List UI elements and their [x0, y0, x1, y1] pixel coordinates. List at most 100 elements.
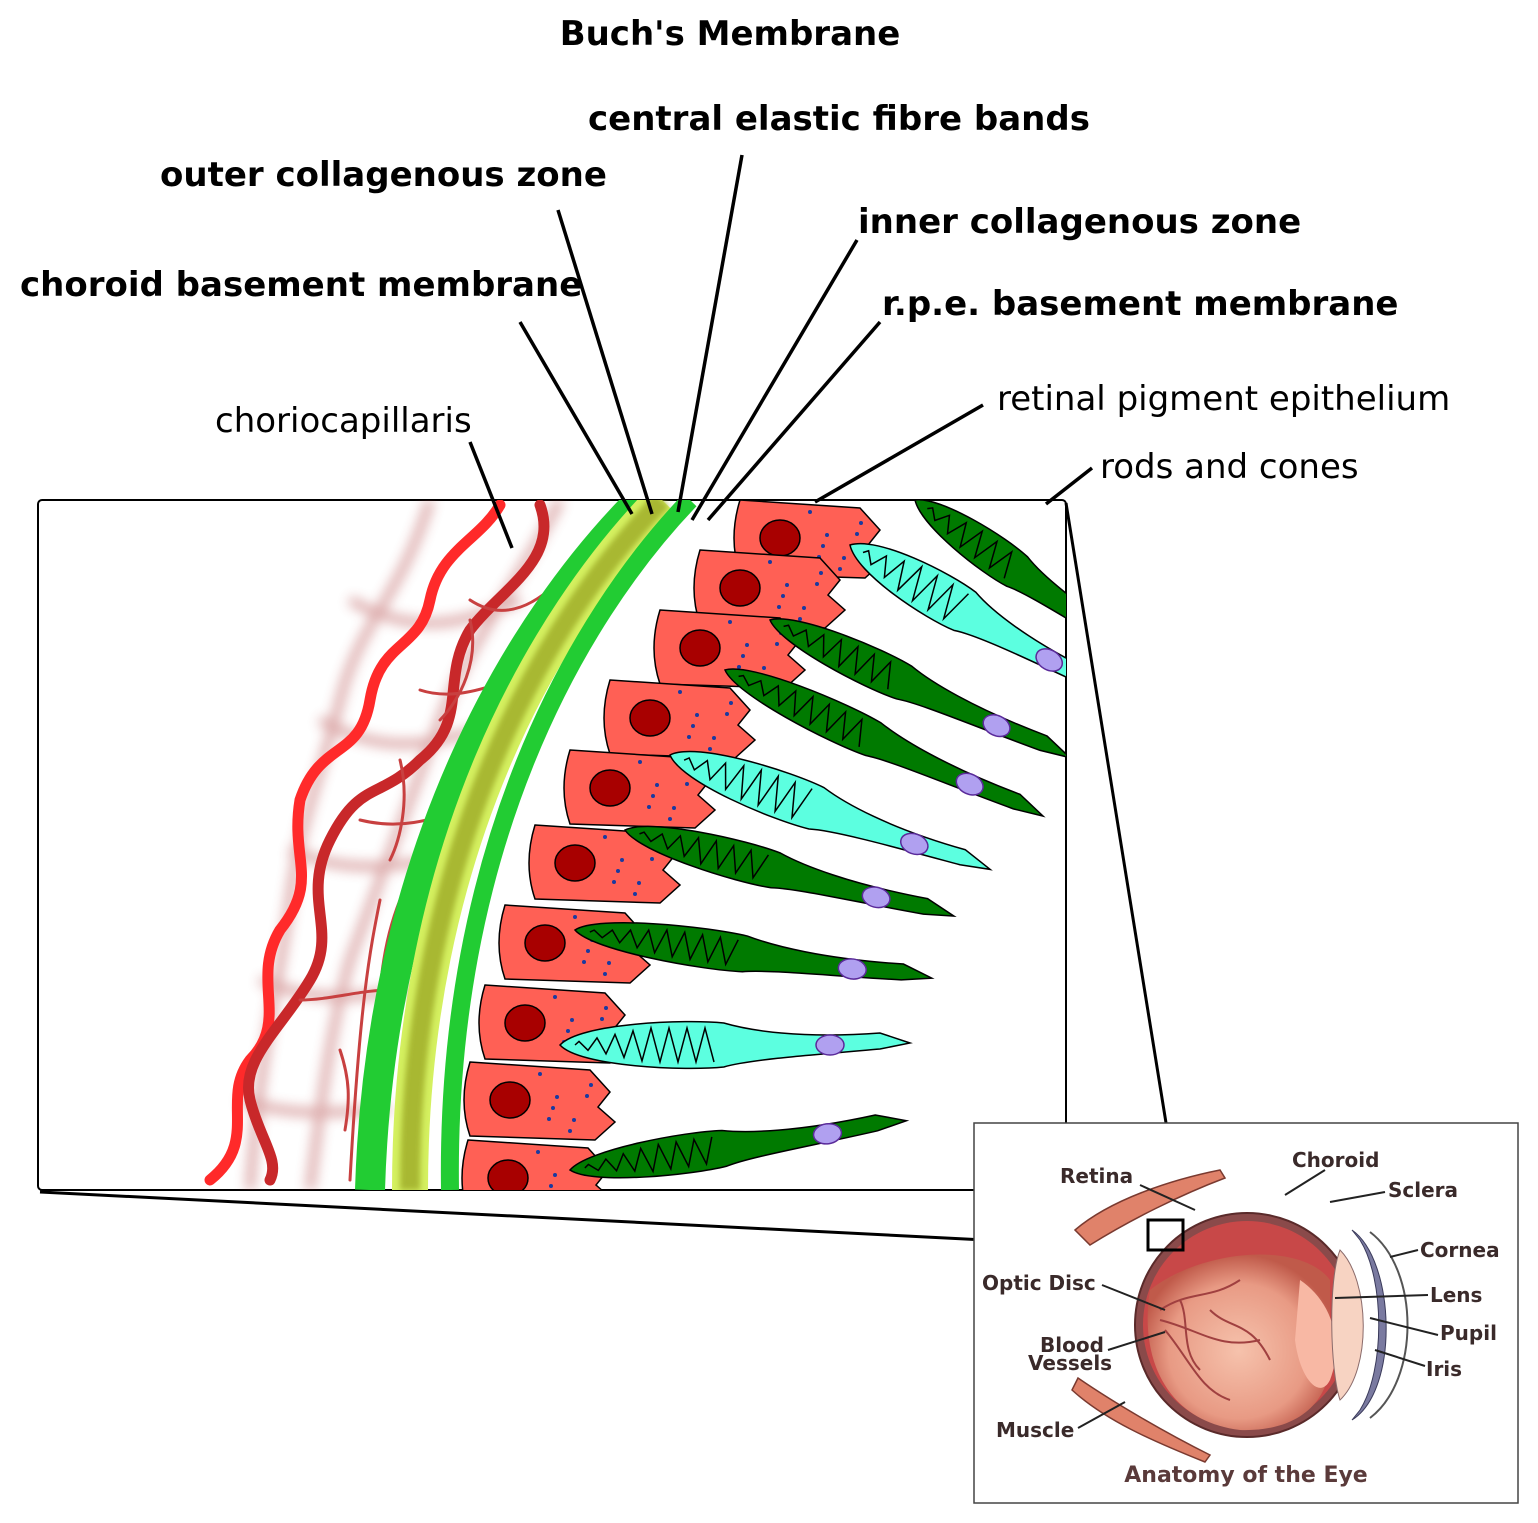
iris-icon [1351, 1229, 1387, 1421]
rpe-nucleus [554, 844, 596, 882]
inset-label-muscle: Muscle [996, 1418, 1074, 1442]
pigment-granule [821, 544, 825, 548]
inset-label-optic-disc: Optic Disc [982, 1271, 1096, 1295]
rod-cell [568, 1114, 910, 1179]
outer-segment-discs [639, 831, 770, 880]
pigment-granule [815, 582, 819, 586]
pigment-granule [691, 724, 695, 728]
inset-label-cornea: Cornea [1420, 1238, 1500, 1262]
pigment-granule [572, 1118, 576, 1122]
rpe-nucleus [504, 1004, 546, 1042]
photoreceptor-nucleus [1035, 648, 1064, 672]
pigment-granule [566, 1207, 570, 1211]
outer-segment-discs [783, 624, 892, 690]
pigment-granule [589, 1083, 593, 1087]
pigment-granule [549, 1184, 553, 1188]
rpe-cell-body [653, 609, 807, 689]
pigment-granule [603, 835, 607, 839]
label-outer-collagenous-zone: outer collagenous zone [160, 155, 607, 195]
photoreceptor-body [914, 500, 1066, 673]
pigment-granule [729, 701, 733, 705]
pigment-granule [819, 571, 823, 575]
photoreceptor-body [558, 1020, 913, 1070]
inset-label-choroid: Choroid [1292, 1148, 1379, 1172]
rpe-cell [563, 749, 717, 829]
pigment-granule [586, 949, 590, 953]
rpe-cell [461, 1139, 615, 1211]
pigment-granule [708, 747, 712, 751]
pigment-granule [568, 1129, 572, 1133]
rpe-nucleus [759, 519, 801, 557]
pigment-granule [647, 805, 651, 809]
label-inner-collagenous-zone: inner collagenous zone [858, 202, 1301, 242]
photoreceptor-nucleus [899, 832, 929, 856]
pigment-granule [672, 806, 676, 810]
pigment-granule [553, 1173, 557, 1177]
rpe-nucleus [489, 1081, 531, 1119]
eye-anatomy-inset: Retina Choroid Sclera Cornea Optic Disc … [973, 1122, 1519, 1504]
photoreceptor-nucleus [812, 1122, 843, 1145]
zoom-region-marker [1146, 1218, 1185, 1252]
pigment-granule [842, 556, 846, 560]
pigment-granule [728, 620, 732, 624]
central-elastic-fibre-band [400, 500, 670, 1190]
rod-cell [768, 618, 1066, 760]
pigment-granule [545, 1195, 549, 1199]
pigment-granule [616, 869, 620, 873]
cone-cell [669, 750, 993, 871]
labels: Buch's Membrane central elastic fibre ba… [20, 14, 1450, 487]
rpe-nucleus [524, 924, 566, 962]
rpe-nucleus [589, 769, 631, 807]
upper-muscle [1073, 1169, 1227, 1246]
vitreous-region [1295, 1280, 1336, 1388]
inset-label-vessels: Vessels [1028, 1351, 1112, 1375]
pigment-granule [600, 1017, 604, 1021]
outer-segment-discs [738, 674, 863, 747]
inset-leader-lines [1077, 1169, 1439, 1429]
pigment-granule [678, 690, 682, 694]
outer-segment-discs [927, 507, 1014, 579]
rods-and-cones [558, 500, 1066, 1179]
label-central-elastic-fibre-bands: central elastic fibre bands [588, 99, 1090, 139]
pigment-granule [620, 858, 624, 862]
pigment-granule [855, 532, 859, 536]
photoreceptor-nucleus [955, 772, 984, 796]
pigment-granule [737, 665, 741, 669]
bruchs-membrane-layers [355, 500, 697, 1190]
pigment-granule [768, 560, 772, 564]
pigment-granule [585, 1094, 589, 1098]
leader-lines [468, 154, 1094, 549]
pigment-granule [725, 712, 729, 716]
pigment-granule [802, 606, 806, 610]
pigment-granule [538, 1072, 542, 1076]
pigment-granule [825, 533, 829, 537]
pigment-granule [633, 892, 637, 896]
label-choroid-basement-membrane: choroid basement membrane [20, 265, 582, 305]
pigment-granule [655, 783, 659, 787]
capillary-vessel [243, 500, 550, 1186]
pigment-granule [859, 521, 863, 525]
rpe-nucleus [629, 699, 671, 737]
pigment-granule [536, 1150, 540, 1154]
pigment-granule [650, 857, 654, 861]
inset-label-lens: Lens [1430, 1283, 1482, 1307]
outer-segment-discs [574, 1025, 715, 1065]
pigment-granule [547, 1117, 551, 1121]
pigment-granule [570, 1018, 574, 1022]
pigment-granule [781, 594, 785, 598]
diagram-title: Buch's Membrane [560, 14, 901, 54]
rod-cell [723, 668, 1046, 818]
rpe-cell-body [563, 749, 717, 829]
pigment-granule [838, 567, 842, 571]
rod-cell [573, 922, 935, 981]
pigment-granule [573, 915, 577, 919]
pigment-granule [685, 782, 689, 786]
inset-label-retina: Retina [1060, 1164, 1133, 1188]
rpe-cell [603, 679, 757, 759]
photoreceptor-nucleus [861, 886, 891, 909]
label-rods-and-cones: rods and cones [1100, 447, 1359, 487]
pigment-granule [798, 617, 802, 621]
pigment-granule [777, 605, 781, 609]
inset-title: Anatomy of the Eye [1124, 1463, 1367, 1488]
outer-segment-discs [584, 1136, 713, 1174]
